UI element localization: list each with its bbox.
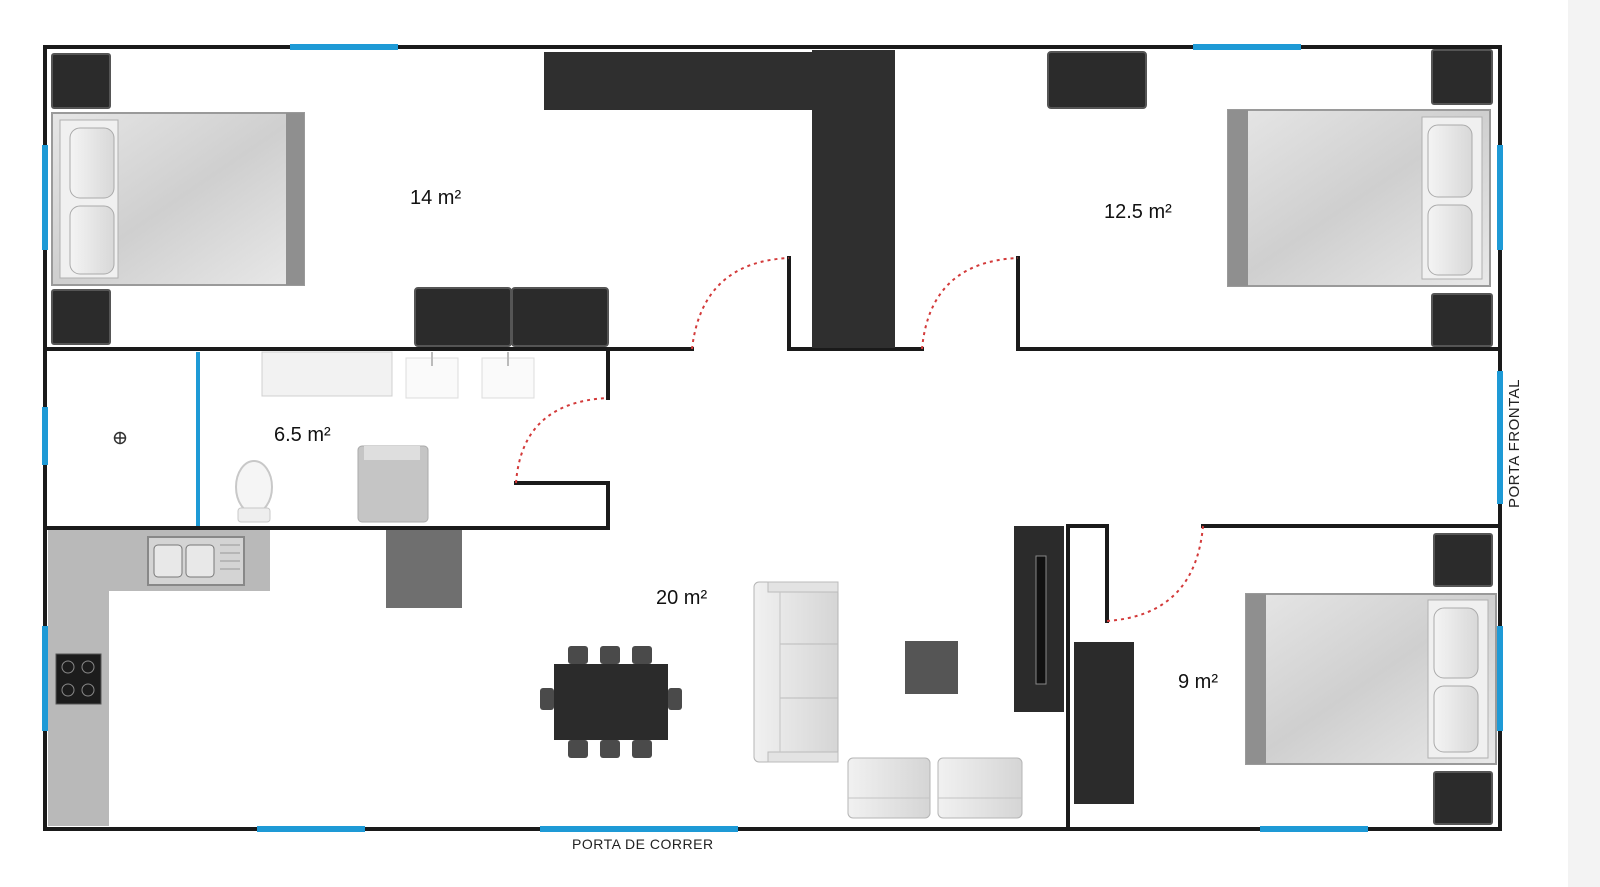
room-area-living-room: 20 m²	[656, 587, 708, 609]
window-left-3	[42, 626, 48, 731]
kitchen	[48, 530, 462, 826]
bathroom-cabinet-icon	[261, 351, 393, 397]
dresser-icon	[414, 287, 609, 347]
window-right-1	[1497, 145, 1503, 250]
nightstand-icon	[51, 289, 111, 345]
sofa-icon	[753, 581, 839, 763]
sliding-door-label: PORTA DE CORRER	[572, 836, 714, 852]
page-margin	[1568, 0, 1600, 887]
kitchen-sink-icon	[147, 536, 245, 586]
wardrobe-icon	[1074, 642, 1134, 804]
bathroom	[113, 351, 535, 523]
coffee-table-icon	[905, 641, 958, 694]
front-door-label: PORTA FRONTAL	[1506, 378, 1523, 508]
desk-icon	[1047, 51, 1147, 109]
nightstand-icon	[51, 53, 111, 109]
armchair-icon	[847, 757, 1023, 819]
bedroom-top-right	[1047, 49, 1493, 347]
window-bottom-1	[257, 826, 365, 832]
room-area-bedroom-bottom-right: 9 m²	[1178, 671, 1218, 693]
door-swings	[515, 257, 1204, 622]
door-swing-bedroom-top-right	[921, 257, 1019, 350]
bedroom-bottom-right	[1074, 533, 1497, 825]
window-left-2	[42, 407, 48, 465]
room-area-bathroom: 6.5 m²	[274, 424, 331, 446]
wardrobe-icon	[544, 52, 812, 110]
door-swing-bedroom-top-left	[691, 257, 790, 350]
window-top-left	[290, 44, 398, 50]
bed-icon	[51, 112, 305, 286]
window-bottom-2	[1260, 826, 1368, 832]
windows	[42, 44, 1503, 832]
sink-icon	[405, 352, 535, 399]
bedroom-top-left	[51, 52, 812, 347]
chair-icon	[540, 646, 682, 758]
window-left-1	[42, 145, 48, 250]
window-top-right	[1193, 44, 1301, 50]
cooktop-icon	[55, 653, 102, 705]
bed-icon	[1245, 593, 1497, 765]
nightstand-icon	[1433, 771, 1493, 825]
dining-table-icon	[540, 646, 682, 758]
door-swing-bathroom	[515, 397, 609, 484]
central-closet	[812, 50, 895, 348]
nightstand-icon	[1433, 533, 1493, 587]
toilet-icon	[235, 460, 273, 523]
kitchen-island-icon	[386, 530, 462, 608]
washing-machine-icon	[357, 445, 429, 523]
nightstand-icon	[1431, 293, 1493, 347]
shower-drain-icon	[113, 431, 127, 445]
window-right-3	[1497, 626, 1503, 731]
sliding-door-opening	[540, 826, 738, 832]
front-door-opening	[1497, 371, 1503, 504]
bed-icon	[1227, 109, 1491, 287]
room-area-bedroom-top-right: 12.5 m²	[1104, 201, 1172, 223]
room-area-bedroom-top-left: 14 m²	[410, 187, 462, 209]
tv-icon	[1014, 526, 1064, 712]
nightstand-icon	[1431, 49, 1493, 105]
